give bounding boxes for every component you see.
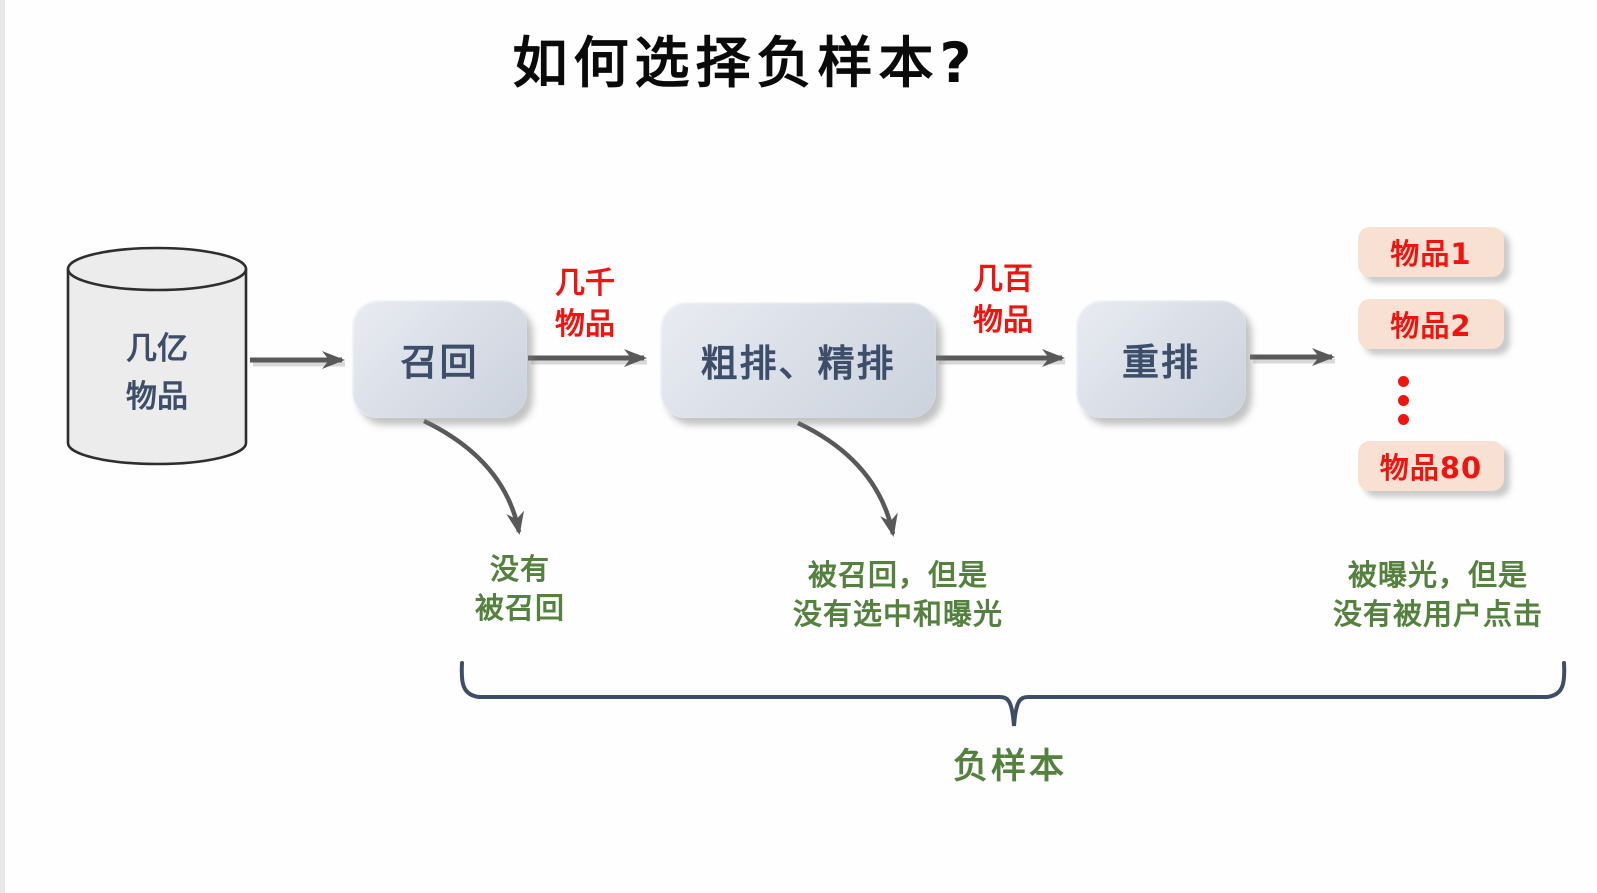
source-items-label: 几亿 物品 — [126, 331, 188, 416]
edge-count-hundreds: 几百 物品 — [973, 262, 1033, 338]
output-item-1-label: 物品1 — [1390, 237, 1472, 271]
negative-samples-caption: 负样本 — [952, 747, 1067, 787]
output-item-2: 物品2 — [1358, 299, 1504, 349]
items-database-cylinder — [66, 246, 248, 466]
annotation-exposed-not-clicked: 被曝光，但是 没有被用户点击 — [1332, 558, 1543, 632]
slide-title: 如何选择负样本? — [512, 31, 978, 95]
output-item-80: 物品80 — [1358, 441, 1504, 491]
stage-coarse-fine-rank: 粗排、精排 — [660, 302, 936, 418]
arrow-not-selected — [797, 420, 898, 537]
annotation-not-recalled: 没有 被召回 — [474, 552, 565, 626]
edge-count-thousands: 几千 物品 — [555, 266, 615, 342]
arrow-not-recalled — [423, 418, 525, 535]
dropout-arrows — [423, 418, 898, 537]
annotation-recalled-not-exposed: 被召回，但是 没有选中和曝光 — [792, 558, 1003, 632]
negative-samples-brace — [459, 661, 1567, 727]
stage-rerank: 重排 — [1076, 300, 1246, 418]
stage-recall-label: 召回 — [400, 341, 479, 384]
vertical-ellipsis-dots — [1398, 376, 1409, 425]
stage-coarse-fine-rank-label: 粗排、精排 — [700, 342, 896, 385]
pipeline-arrows — [250, 348, 1335, 369]
stage-rerank-label: 重排 — [1122, 341, 1200, 384]
window-edge-strip — [0, 0, 5, 893]
output-item-80-label: 物品80 — [1379, 451, 1483, 485]
output-item-1: 物品1 — [1358, 227, 1504, 277]
stage-recall: 召回 — [352, 300, 527, 418]
output-item-2-label: 物品2 — [1390, 309, 1472, 343]
